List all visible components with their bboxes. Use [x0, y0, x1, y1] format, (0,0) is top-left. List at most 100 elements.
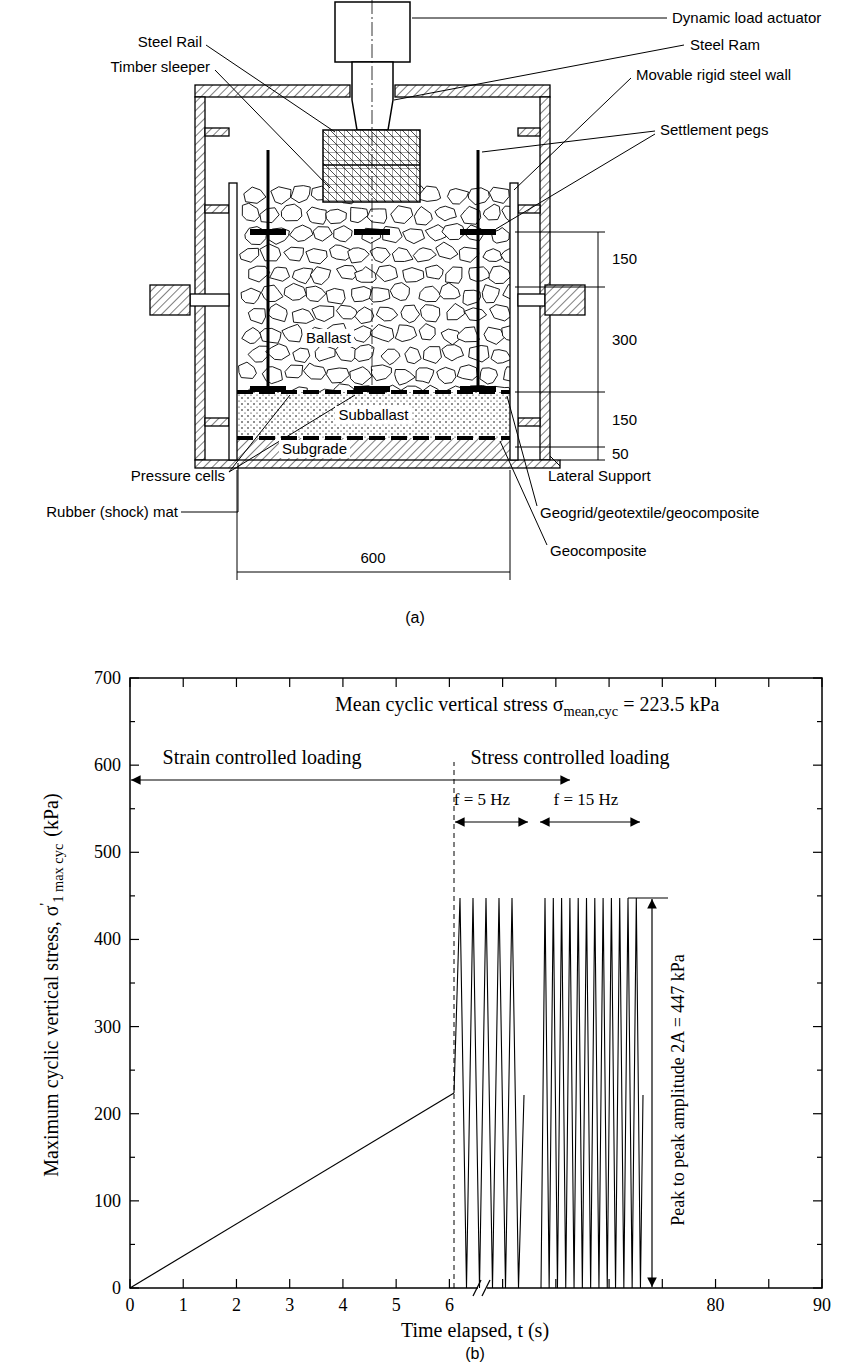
callout-label: Geocomposite — [550, 542, 647, 559]
dimension-line — [237, 232, 605, 580]
tick-label: 600 — [94, 755, 121, 775]
ballast-stones — [306, 286, 326, 301]
frequency-label: f = 15 Hz — [554, 790, 619, 810]
leader-line — [412, 18, 667, 19]
panel-label: (a) — [405, 609, 425, 626]
ballast-stones — [352, 287, 371, 302]
chart-note: Mean cyclic vertical stress σmean,cyc= 2… — [335, 693, 719, 720]
callout-label: Steel Ram — [690, 36, 760, 53]
phase-label: Strain controlled loading — [163, 746, 362, 768]
rigid-steel-wall — [229, 183, 518, 460]
ballast-stones — [403, 229, 425, 244]
ballast-stones — [262, 367, 282, 384]
cyclic-wave — [541, 898, 643, 1288]
ballast-stones — [439, 283, 460, 299]
rail-sleeper — [323, 130, 420, 202]
ballast-stones — [480, 368, 498, 384]
ballast-stones — [282, 324, 302, 342]
subgrade-layer — [237, 438, 510, 460]
ballast-stones — [350, 367, 372, 385]
axis-title: Time elapsed, t (s) — [401, 1319, 549, 1341]
loading-curve — [130, 1093, 454, 1288]
axis-break — [473, 1280, 490, 1296]
ballast-stones — [242, 203, 259, 221]
axis-tick — [715, 678, 716, 687]
axis-tick — [129, 678, 130, 687]
ballast-stones — [260, 244, 281, 261]
dimension-line — [515, 392, 605, 393]
axis-tick — [342, 678, 343, 687]
dimension-line — [237, 470, 238, 580]
rail-sleeper — [323, 164, 420, 166]
axis-title: Maximum cyclic vertical stress, σ — [40, 905, 62, 1176]
axis-tick — [608, 1279, 609, 1288]
ballast-stones — [502, 206, 510, 221]
ballast-stones — [240, 248, 259, 262]
axis-tick — [817, 1070, 822, 1071]
dimension: 150 — [612, 250, 637, 267]
ballast-stones — [390, 283, 409, 301]
dimension-line — [515, 287, 605, 288]
callout-label: Rubber (shock) mat — [46, 503, 178, 520]
cyclic-wave — [454, 898, 524, 1288]
axis-tick — [130, 808, 135, 809]
phase-label: Stress controlled loading — [471, 746, 670, 769]
center-line — [372, 0, 373, 385]
geosynthetic-layer — [237, 392, 510, 438]
callout-label: Rubber (shock) mat — [46, 503, 178, 520]
settlement-peg — [250, 150, 496, 392]
ballast-stones — [281, 204, 301, 221]
panel-label: (b) — [465, 1345, 485, 1363]
dimension-line — [510, 470, 511, 580]
callout-label: Lateral Support — [548, 467, 651, 484]
ballast-stones — [482, 285, 499, 303]
callout-label: Pressure cells — [131, 467, 225, 484]
ballast-stones — [376, 307, 397, 321]
tick-label: 400 — [94, 929, 121, 950]
panel-label: (b) — [465, 1345, 485, 1362]
leader-line — [514, 78, 631, 190]
subballast-layer — [237, 392, 510, 438]
ballast-stones — [457, 365, 477, 380]
axis-tick — [768, 678, 769, 687]
ballast-stones — [483, 204, 500, 220]
soil-layer: Subballast — [237, 394, 510, 436]
soil-layer: Ballast — [237, 300, 510, 376]
tick-label: 600 — [94, 755, 121, 776]
tick-label: 300 — [94, 1016, 121, 1037]
ballast-stones — [248, 346, 268, 362]
dimension: 300 — [612, 331, 637, 348]
tick-label: 3 — [285, 1295, 294, 1316]
axis-tick — [396, 678, 397, 687]
axis-tick — [130, 1026, 139, 1027]
tick-label: 80 — [707, 1295, 725, 1316]
leader-line — [215, 70, 330, 188]
axis-tick — [130, 982, 135, 983]
axis-tick — [813, 852, 822, 853]
ballast-stones — [306, 249, 327, 264]
layer-name: Subballast — [335, 406, 411, 423]
axis-tick — [130, 1070, 135, 1071]
leader-line — [181, 18, 684, 545]
tick-label: 700 — [94, 668, 121, 689]
ballast-stones — [464, 308, 486, 321]
axis-tick — [813, 1113, 822, 1114]
ballast-stones — [447, 303, 465, 319]
dimension: 150 — [612, 411, 637, 428]
ballast-stones — [242, 327, 262, 343]
amplitude-label: Peak to peak amplitude 2A = 447 kPa — [668, 954, 688, 1226]
ballast-stones — [392, 248, 413, 262]
ballast-stones — [307, 207, 326, 224]
settlement-peg — [250, 229, 286, 235]
ballast-stones — [336, 305, 357, 319]
ballast-stones — [312, 306, 334, 322]
callout-label: Movable rigid steel wall — [636, 66, 791, 83]
axis-title: 1 max cyc — [50, 844, 66, 903]
tick-label: 1 — [179, 1295, 188, 1316]
ballast-stones — [241, 288, 261, 304]
settlement-peg — [477, 150, 480, 392]
axis-tick — [342, 1279, 343, 1288]
ballast-stones — [270, 267, 290, 281]
ballast-stones — [381, 349, 400, 365]
ballast-stones — [239, 362, 257, 378]
